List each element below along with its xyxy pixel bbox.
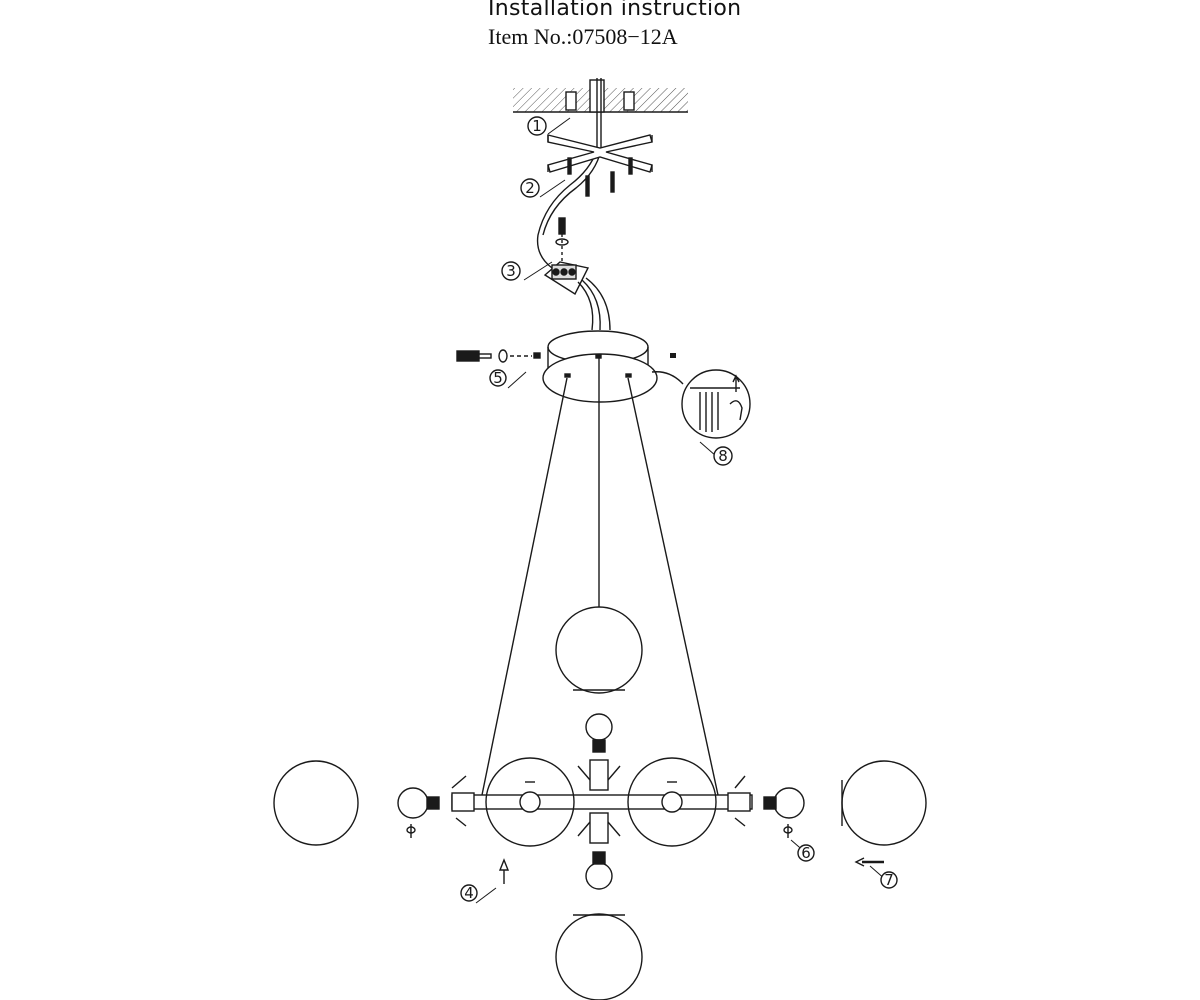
- mounting-bracket: [547, 134, 653, 173]
- glass-globe: [555, 606, 643, 694]
- svg-text:4: 4: [464, 884, 474, 902]
- light-bulb-icon: [585, 851, 613, 890]
- callout-marker-3: 3: [501, 261, 521, 281]
- terminal-block: [543, 217, 590, 296]
- screw-icon: [567, 157, 633, 197]
- arrow-up-icon: [498, 858, 510, 884]
- supply-cable: [536, 78, 598, 269]
- socket-arm: [451, 759, 746, 844]
- rotate-icon: [406, 824, 793, 838]
- callout-marker-5: 5: [489, 369, 507, 387]
- detail-inset: [651, 369, 751, 439]
- arrow-left-icon: [854, 857, 884, 867]
- svg-text:1: 1: [532, 117, 542, 135]
- callout-marker-7: 7: [880, 871, 898, 889]
- frame-bar: [451, 792, 753, 812]
- canopy: [542, 330, 658, 403]
- svg-text:6: 6: [801, 844, 811, 862]
- glass-globe: [273, 760, 359, 846]
- callout-marker-2: 2: [520, 178, 540, 198]
- glass-globe: [627, 757, 717, 847]
- light-bulb-icon: [763, 787, 805, 819]
- screw-icon: [670, 353, 676, 358]
- glass-globe: [841, 760, 927, 846]
- light-bulb-icon: [397, 787, 440, 819]
- suspension-cable: [481, 358, 719, 796]
- light-bulb-icon: [585, 713, 613, 753]
- glass-globe: [555, 913, 643, 1000]
- glass-globe: [485, 757, 575, 847]
- ceiling-anchor-icon: [565, 91, 635, 111]
- item-number: Item No.:07508−12A: [488, 24, 678, 49]
- callout-marker-4: 4: [460, 884, 478, 902]
- svg-text:2: 2: [525, 179, 535, 197]
- svg-text:8: 8: [718, 447, 728, 465]
- svg-text:7: 7: [884, 871, 894, 889]
- wire-bundle: [577, 277, 611, 331]
- callout-marker-8: 8: [713, 446, 733, 466]
- svg-text:5: 5: [493, 369, 503, 387]
- screwdriver-icon: [456, 349, 541, 363]
- callout-marker-6: 6: [797, 844, 815, 862]
- svg-text:3: 3: [506, 262, 516, 280]
- diagram-title: Installation instruction: [488, 0, 742, 21]
- callout-marker-1: 1: [527, 116, 547, 136]
